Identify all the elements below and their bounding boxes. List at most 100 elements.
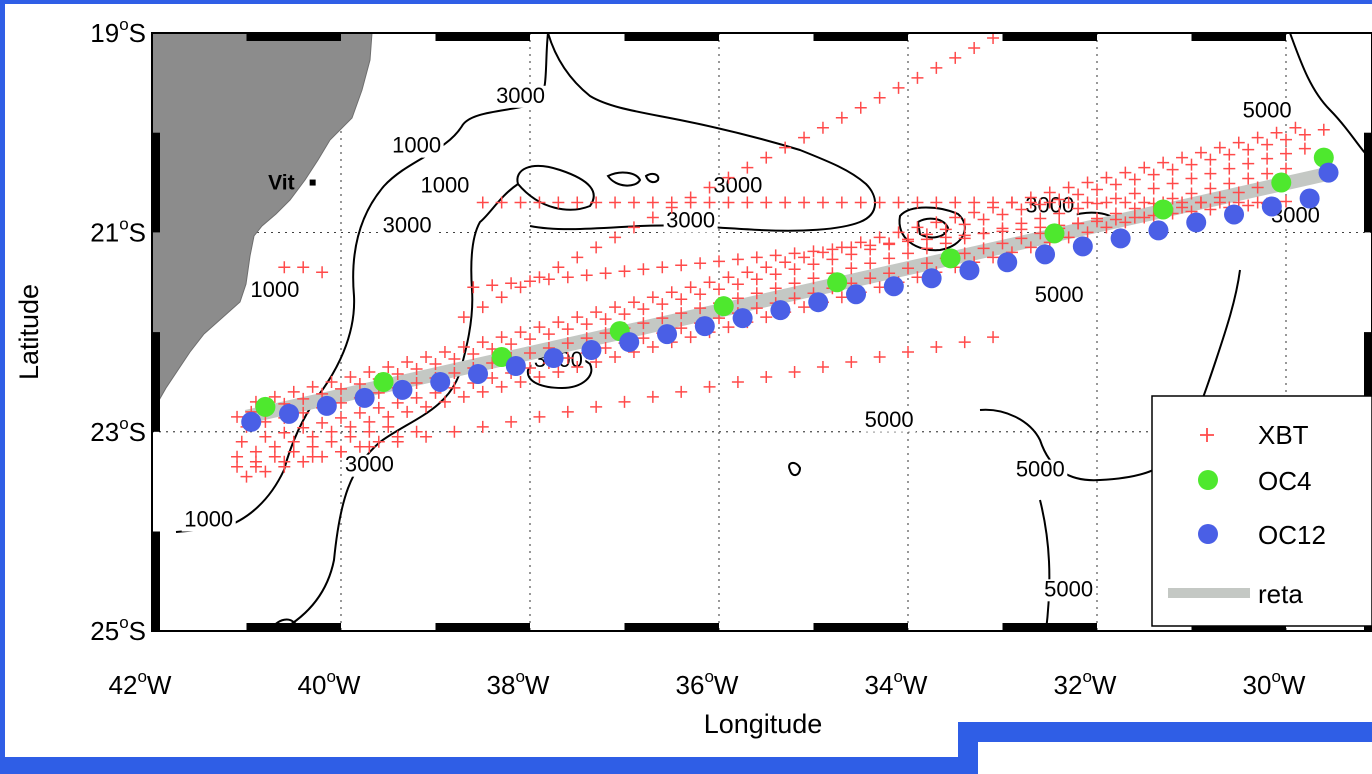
oc12-point <box>1261 196 1282 217</box>
xbt-point <box>845 241 858 254</box>
xbt-markers <box>231 33 1330 483</box>
xbt-point <box>656 312 669 325</box>
oc12-point <box>241 411 262 432</box>
xbt-point <box>420 400 433 413</box>
xbt-point <box>1062 196 1075 209</box>
xbt-point <box>1091 215 1103 228</box>
xbt-point <box>977 227 990 240</box>
xbt-point <box>750 302 763 315</box>
xbt-point <box>1138 196 1151 209</box>
xbt-point <box>779 196 792 209</box>
contour-label-bg <box>710 175 765 198</box>
xbt-point <box>996 225 1009 238</box>
xbt-point <box>495 291 508 304</box>
xbt-point <box>713 283 725 296</box>
xbt-point <box>930 216 943 229</box>
oc12-point <box>581 340 602 361</box>
xbt-point <box>864 239 877 252</box>
y-tick-label: 25oS <box>90 613 146 646</box>
xbt-point <box>571 360 584 373</box>
border-stripe-top <box>1002 33 1097 41</box>
contour-1000-seamount <box>516 165 595 211</box>
xbt-point <box>382 360 395 373</box>
xbt-point <box>1062 231 1075 244</box>
xbt-point <box>1072 202 1085 215</box>
contour-label-bg <box>417 175 472 198</box>
xbt-point <box>902 262 914 275</box>
xbt-point <box>599 267 612 280</box>
xbt-point <box>798 301 811 314</box>
xbt-point <box>883 237 896 250</box>
xbt-point <box>656 261 669 274</box>
xbt-point <box>561 337 574 350</box>
xbt-point <box>353 406 366 419</box>
oc12-point <box>846 284 867 305</box>
xbt-point <box>873 351 886 364</box>
xbt-point <box>618 395 631 408</box>
xbt-point <box>987 196 1000 209</box>
xbt-point <box>571 196 584 209</box>
xbt-point <box>514 326 527 339</box>
xbt-point <box>391 367 404 380</box>
xbt-point <box>835 291 848 304</box>
contour-small-islet-2 <box>644 172 660 184</box>
xbt-point <box>816 246 829 259</box>
xbt-point <box>779 256 792 269</box>
oc4-point <box>1271 172 1292 193</box>
xbt-point <box>524 347 536 360</box>
xbt-point <box>561 323 574 336</box>
frame-corner-horizontal <box>958 722 1372 742</box>
oc12-point <box>1072 236 1093 257</box>
contour-label: 5000 <box>865 407 914 432</box>
contour-small-islet <box>606 171 642 187</box>
xbt-point <box>599 313 612 326</box>
xbt-point <box>1109 192 1122 205</box>
xbt-point <box>316 266 329 279</box>
xbt-point <box>363 425 376 438</box>
xbt-point <box>533 196 546 209</box>
xbt-point <box>1053 207 1066 220</box>
oc4-point <box>1153 199 1174 220</box>
xbt-point <box>505 415 518 428</box>
xbt-point <box>420 430 433 443</box>
frame-left-border <box>0 0 5 774</box>
xbt-point <box>1280 195 1292 208</box>
xbt-point <box>1100 196 1113 209</box>
xbt-point <box>1015 223 1028 236</box>
xbt-point <box>977 213 990 226</box>
xbt-point <box>1109 178 1122 191</box>
legend-label: OC4 <box>1258 466 1311 496</box>
xbt-point <box>438 346 451 359</box>
xbt-point <box>731 253 744 266</box>
xbt-point <box>1005 196 1018 209</box>
border-stripe-top <box>1191 33 1286 41</box>
xbt-point <box>684 331 697 344</box>
contour-label-bg <box>389 135 444 158</box>
xbt-point <box>968 41 981 54</box>
xbt-point <box>788 247 801 260</box>
xbt-point <box>580 269 593 282</box>
contour-label-bg <box>1013 459 1068 482</box>
xbt-point <box>703 196 716 209</box>
oc4-point <box>827 272 848 293</box>
xbt-point <box>816 196 829 209</box>
xbt-point <box>599 342 612 355</box>
xbt-point <box>1280 147 1292 160</box>
xbt-point <box>486 279 499 292</box>
xbt-point <box>561 271 574 284</box>
xbt-point <box>958 218 971 231</box>
xbt-point <box>731 278 744 291</box>
xbt-point <box>864 257 877 270</box>
xbt-point <box>344 370 357 383</box>
xbt-point <box>618 265 631 278</box>
xbt-point <box>807 258 820 271</box>
xbt-point <box>1138 161 1151 174</box>
xbt-point <box>609 196 622 209</box>
xbt-point <box>1119 216 1132 229</box>
xbt-point <box>1034 198 1047 211</box>
xbt-point <box>665 196 678 209</box>
xbt-point <box>731 375 744 388</box>
legend-box <box>1151 395 1372 627</box>
